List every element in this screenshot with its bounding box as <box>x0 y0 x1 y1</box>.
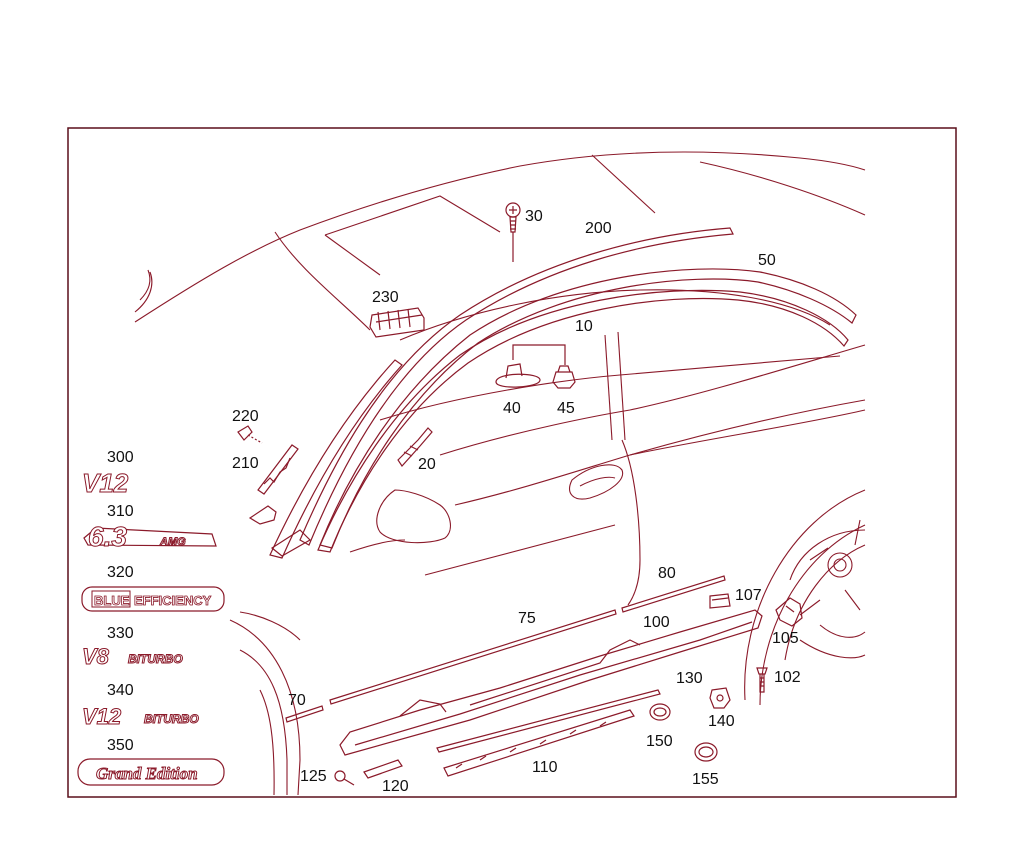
bracket-clip <box>248 505 277 525</box>
callout-107: 107 <box>735 587 762 604</box>
screw-part-102 <box>756 667 768 693</box>
bracket-base <box>270 529 311 557</box>
callout-10: 10 <box>575 318 593 335</box>
svg-text:V8: V8 <box>82 644 110 669</box>
callout-100: 100 <box>643 614 670 631</box>
trim-strip-part-70 <box>285 705 324 723</box>
script-emblem-part-210 <box>257 444 299 495</box>
callout-140: 140 <box>708 713 735 730</box>
trim-strip-part-80 <box>621 575 726 613</box>
badge-amg-part-310: 6.3 AMG <box>83 521 217 553</box>
callout-45: 45 <box>557 400 575 417</box>
callout-155: 155 <box>692 771 719 788</box>
callout-120: 120 <box>382 778 409 795</box>
callout-150: 150 <box>646 733 673 750</box>
callout-102: 102 <box>774 669 801 686</box>
door-frame-trim-inner <box>317 289 849 553</box>
grommet-part-150 <box>649 703 671 721</box>
grommet-part-107 <box>709 593 731 609</box>
screw-part-30 <box>505 202 521 262</box>
grommet-part-155 <box>694 742 718 762</box>
badge-blue-efficiency-part-320: BLUE EFFICIENCY <box>81 586 225 612</box>
callout-350: 350 <box>107 737 134 754</box>
callout-320: 320 <box>107 564 134 581</box>
lower-panel-part-110 <box>443 709 635 777</box>
clip-part-20 <box>397 427 433 467</box>
callout-105: 105 <box>772 630 799 647</box>
trim-strip-part-130 <box>436 689 661 753</box>
callout-300: 300 <box>107 449 134 466</box>
svg-text:EFFICIENCY: EFFICIENCY <box>134 593 212 608</box>
nut-part-140 <box>709 687 731 709</box>
diagram-frame <box>67 127 957 798</box>
svg-text:Grand Edition: Grand Edition <box>96 764 198 783</box>
roof-moulding-part-200 <box>299 227 734 546</box>
svg-text:6.3: 6.3 <box>88 521 127 552</box>
callout-75: 75 <box>518 610 536 627</box>
clip-block-part-230 <box>369 307 425 338</box>
badge-v8-biturbo-part-330: V8 BITURBO <box>82 644 184 670</box>
svg-text:BITURBO: BITURBO <box>144 712 199 726</box>
nut-part-45 <box>552 365 576 389</box>
svg-text:BLUE: BLUE <box>94 593 130 608</box>
callout-20: 20 <box>418 456 436 473</box>
svg-text:V12: V12 <box>82 468 129 498</box>
callout-70: 70 <box>288 692 306 709</box>
svg-text:BITURBO: BITURBO <box>128 652 183 666</box>
callout-310: 310 <box>107 503 134 520</box>
callout-200: 200 <box>585 220 612 237</box>
callout-330: 330 <box>107 625 134 642</box>
callout-210: 210 <box>232 455 259 472</box>
callout-80: 80 <box>658 565 676 582</box>
callout-220: 220 <box>232 408 259 425</box>
rivet-part-220 <box>237 425 263 444</box>
svg-text:AMG: AMG <box>159 536 186 548</box>
trim-strip-part-75 <box>329 609 617 705</box>
clip-part-40 <box>495 363 541 388</box>
a-pillar-trim-part-20 <box>269 359 403 559</box>
callout-125: 125 <box>300 768 327 785</box>
callout-340: 340 <box>107 682 134 699</box>
door-frame-trim-part-50 <box>319 268 857 549</box>
clip-strip-part-120 <box>363 759 403 779</box>
callout-230: 230 <box>372 289 399 306</box>
callout-110: 110 <box>532 759 558 776</box>
bracket-part-105 <box>775 597 803 627</box>
callout-130: 130 <box>676 670 703 687</box>
leader-part-10 <box>512 344 566 365</box>
badge-v12-biturbo-part-340: V12 BITURBO <box>82 704 200 730</box>
callout-30: 30 <box>525 208 543 225</box>
callout-labels: 10 20 30 40 45 50 70 75 80 100 102 105 1… <box>107 208 801 795</box>
car-body-outline <box>134 151 866 796</box>
svg-text:V12: V12 <box>82 704 122 729</box>
badge-grand-edition-part-350: Grand Edition <box>77 758 225 786</box>
rivet-part-125 <box>334 770 355 786</box>
sill-panel-part-100 <box>339 609 763 756</box>
badge-v12-part-300: V12 <box>82 468 130 499</box>
callout-50: 50 <box>758 252 776 269</box>
callout-40: 40 <box>503 400 521 417</box>
